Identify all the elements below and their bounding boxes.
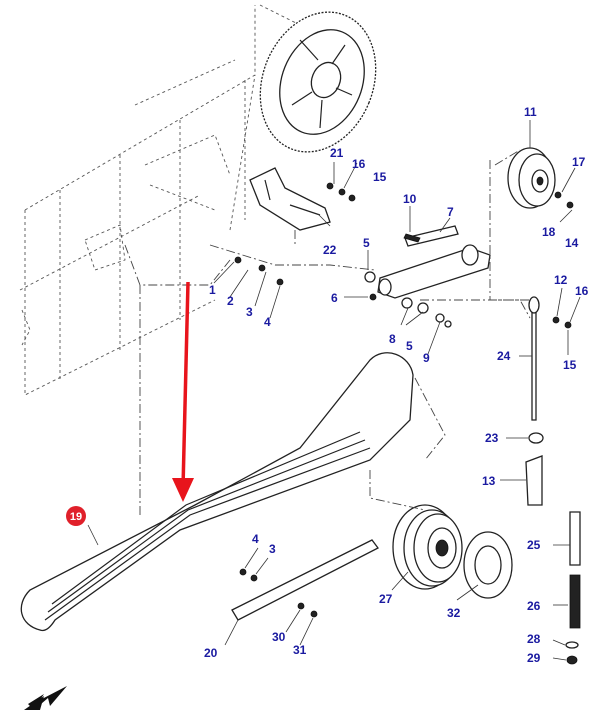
- callout-16-top: 16: [352, 157, 366, 171]
- callout-32: 32: [447, 606, 461, 620]
- callout-30: 30: [272, 630, 286, 644]
- callout-8: 8: [389, 332, 396, 346]
- callout-10: 10: [403, 192, 417, 206]
- machine-frame: [19, 4, 311, 396]
- callout-31: 31: [293, 643, 307, 657]
- drive-belt: [20, 352, 414, 632]
- callout-labels: 1 2 3 4 5 6 7 8 9 10 11 12 13 14 15 15 1…: [204, 105, 589, 665]
- indicator-arrow: [172, 281, 194, 502]
- callout-4: 4: [264, 315, 271, 329]
- callout-5: 5: [363, 236, 370, 250]
- callout-3: 3: [246, 305, 253, 319]
- callout-27: 27: [379, 592, 393, 606]
- callout-28: 28: [527, 632, 541, 646]
- callout-3-lower: 3: [269, 542, 276, 556]
- drive-wheel: [259, 11, 377, 153]
- callout-23: 23: [485, 431, 499, 445]
- callout-13: 13: [482, 474, 496, 488]
- callout-2: 2: [227, 294, 234, 308]
- bracket-part: [249, 167, 331, 231]
- callout-25: 25: [527, 538, 541, 552]
- callout-5-lower: 5: [406, 339, 413, 353]
- assembly-lines: [124, 149, 531, 515]
- spring-parts: [525, 432, 581, 665]
- callout-29: 29: [527, 651, 541, 665]
- callout-14: 14: [565, 236, 579, 250]
- highlight-circle: [66, 506, 86, 526]
- direction-arrow-icon: [24, 686, 67, 710]
- callout-15-top: 15: [373, 170, 387, 184]
- highlight-number: 19: [70, 511, 82, 523]
- callout-17: 17: [572, 155, 586, 169]
- callout-24: 24: [497, 349, 511, 363]
- guide-slat: [231, 539, 379, 621]
- hardware: [234, 182, 574, 618]
- callout-26: 26: [527, 599, 541, 613]
- highlighted-part-badge: 19: [66, 506, 86, 526]
- idler-pulley: [507, 147, 556, 209]
- callout-4-lower: 4: [252, 532, 259, 546]
- tension-rod: [528, 296, 540, 421]
- callout-18: 18: [542, 225, 556, 239]
- callout-15-right: 15: [563, 358, 577, 372]
- leader-lines: [87, 120, 581, 661]
- pulley-flange: [463, 531, 513, 599]
- callout-20: 20: [204, 646, 218, 660]
- callout-16-right: 16: [575, 284, 589, 298]
- callout-22: 22: [323, 243, 337, 257]
- callout-1: 1: [209, 283, 216, 297]
- callout-7: 7: [447, 205, 454, 219]
- callout-6: 6: [331, 291, 338, 305]
- callout-11: 11: [524, 105, 537, 119]
- callout-21: 21: [330, 146, 344, 160]
- callout-9: 9: [423, 351, 430, 365]
- callout-12: 12: [554, 273, 568, 287]
- pivot-arm: [377, 225, 491, 299]
- drive-pulley: [392, 504, 463, 590]
